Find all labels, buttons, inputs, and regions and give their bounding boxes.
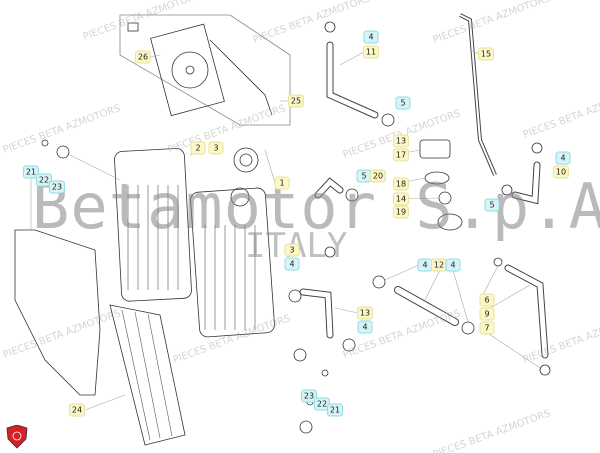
fan-assembly-outline [119,14,291,126]
fan-unit [150,23,225,117]
callout-4[interactable]: 4 [555,151,571,165]
callout-23[interactable]: 23 [48,180,66,194]
callout-21[interactable]: 21 [22,165,40,179]
radiator-right [190,187,275,338]
callout-9[interactable]: 9 [479,307,495,321]
callout-4[interactable]: 4 [357,320,373,334]
callout-3[interactable]: 3 [284,243,300,257]
callout-5[interactable]: 5 [395,96,411,110]
callout-14[interactable]: 14 [392,192,410,206]
filler-neck [230,187,250,207]
watermark-brand: Betamotor S.p.A. [32,170,600,243]
hose-clamps [41,21,551,434]
radiator-cap [233,147,259,173]
callout-13[interactable]: 13 [392,134,410,148]
callout-7[interactable]: 7 [479,321,495,335]
callout-24[interactable]: 24 [68,403,86,417]
callout-19[interactable]: 19 [392,205,410,219]
callout-4[interactable]: 4 [445,258,461,272]
radiator-shroud [14,229,101,396]
callout-26[interactable]: 26 [134,50,152,64]
callout-2[interactable]: 2 [190,141,206,155]
fan-wire [209,39,273,116]
callout-4[interactable]: 4 [284,257,300,271]
fan-blades [171,51,209,89]
callout-5[interactable]: 5 [484,198,500,212]
callout-1[interactable]: 1 [274,176,290,190]
callout-15[interactable]: 15 [477,47,495,61]
callout-10[interactable]: 10 [552,165,570,179]
radiator-left [114,148,192,302]
callout-20[interactable]: 20 [369,169,387,183]
callout-22[interactable]: 22 [35,173,53,187]
brand-shield-logo [6,425,28,449]
callout-11[interactable]: 11 [362,45,380,59]
callout-18[interactable]: 18 [392,177,410,191]
callout-21[interactable]: 21 [326,403,344,417]
callout-13[interactable]: 13 [356,306,374,320]
radiator-guard [109,304,186,446]
callout-17[interactable]: 17 [392,148,410,162]
callout-3[interactable]: 3 [208,141,224,155]
hose-15 [459,13,497,176]
fan-connector [127,22,139,32]
thermostat-cover [437,213,463,231]
thermostat-housing [419,139,451,159]
callout-25[interactable]: 25 [287,94,305,108]
callout-4[interactable]: 4 [363,30,379,44]
callout-23[interactable]: 23 [300,389,318,403]
callout-6[interactable]: 6 [479,293,495,307]
